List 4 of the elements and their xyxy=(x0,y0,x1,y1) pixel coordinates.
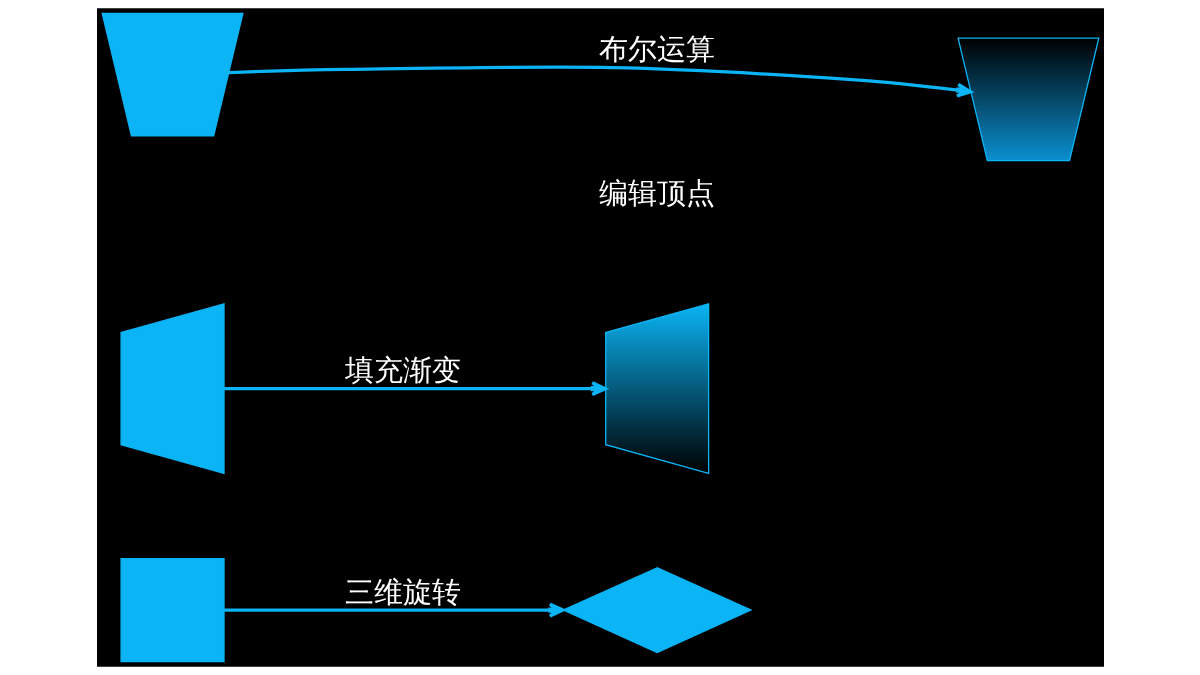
edge-label: 填充渐变 xyxy=(344,353,461,388)
edge-label: 三维旋转 xyxy=(344,574,461,609)
edge-label: 布尔运算 xyxy=(598,31,715,66)
label: 编辑顶点 xyxy=(598,176,715,211)
